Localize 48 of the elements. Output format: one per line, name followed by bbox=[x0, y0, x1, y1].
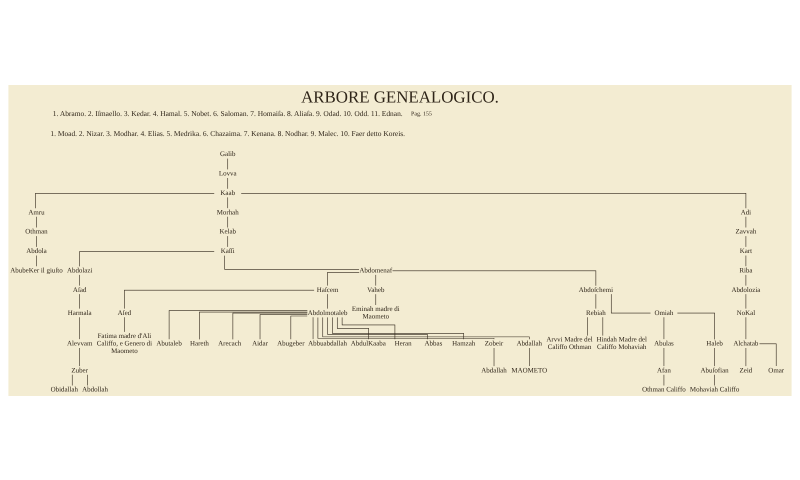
connector bbox=[227, 158, 228, 170]
connector bbox=[529, 347, 530, 366]
connector bbox=[342, 316, 396, 340]
connector bbox=[199, 311, 308, 340]
connector bbox=[322, 316, 530, 340]
connector bbox=[36, 216, 37, 228]
connector bbox=[602, 316, 604, 336]
connector bbox=[232, 312, 308, 340]
connector bbox=[124, 289, 314, 308]
connector bbox=[714, 347, 715, 366]
connector bbox=[312, 316, 314, 339]
connector bbox=[227, 196, 228, 208]
connector bbox=[610, 293, 651, 313]
connector bbox=[79, 347, 80, 366]
connector bbox=[714, 374, 715, 386]
connector bbox=[375, 293, 376, 305]
connector bbox=[36, 254, 37, 266]
connector bbox=[227, 216, 228, 228]
connector bbox=[79, 316, 80, 339]
connector bbox=[336, 316, 369, 340]
connector bbox=[240, 192, 746, 208]
connector bbox=[227, 177, 228, 189]
connector bbox=[79, 274, 80, 286]
connector bbox=[327, 316, 428, 339]
connector bbox=[327, 272, 360, 286]
connector bbox=[87, 374, 88, 386]
connector bbox=[332, 316, 464, 339]
connector bbox=[79, 250, 214, 266]
connector bbox=[124, 316, 125, 332]
connector bbox=[587, 316, 588, 336]
connector bbox=[318, 316, 494, 339]
connector bbox=[224, 254, 360, 270]
connector bbox=[72, 374, 73, 386]
connector bbox=[375, 274, 376, 286]
connector bbox=[168, 310, 308, 340]
connector bbox=[327, 293, 328, 308]
connector bbox=[36, 235, 37, 247]
connector bbox=[392, 270, 596, 286]
connector bbox=[759, 343, 776, 366]
connector bbox=[290, 315, 308, 340]
connector bbox=[677, 312, 715, 340]
connector bbox=[227, 235, 228, 247]
label: 1. Abramo. 2. Iſmaello. 3. Kedar. 4. Hamal. 5. Nobet. 6. Saloman. 7. Homaiſa. 8. Aliaſa. 9. Odad. 10. Odd. 11. Ednan. bbox=[52, 108, 403, 118]
connector bbox=[260, 314, 308, 340]
connector bbox=[35, 192, 215, 208]
connector bbox=[79, 293, 80, 308]
label: 1. Moad. 2. Nizar. 3. Modhar. 4. Elias. 5. Medrika. 6. Chazaima. 7. Kenana. 8. Nodhar. 9. Malec. 10. Faer detto Koreis. bbox=[50, 128, 406, 138]
diagram-title: ARBORE GENEALOGICO. bbox=[301, 86, 499, 106]
